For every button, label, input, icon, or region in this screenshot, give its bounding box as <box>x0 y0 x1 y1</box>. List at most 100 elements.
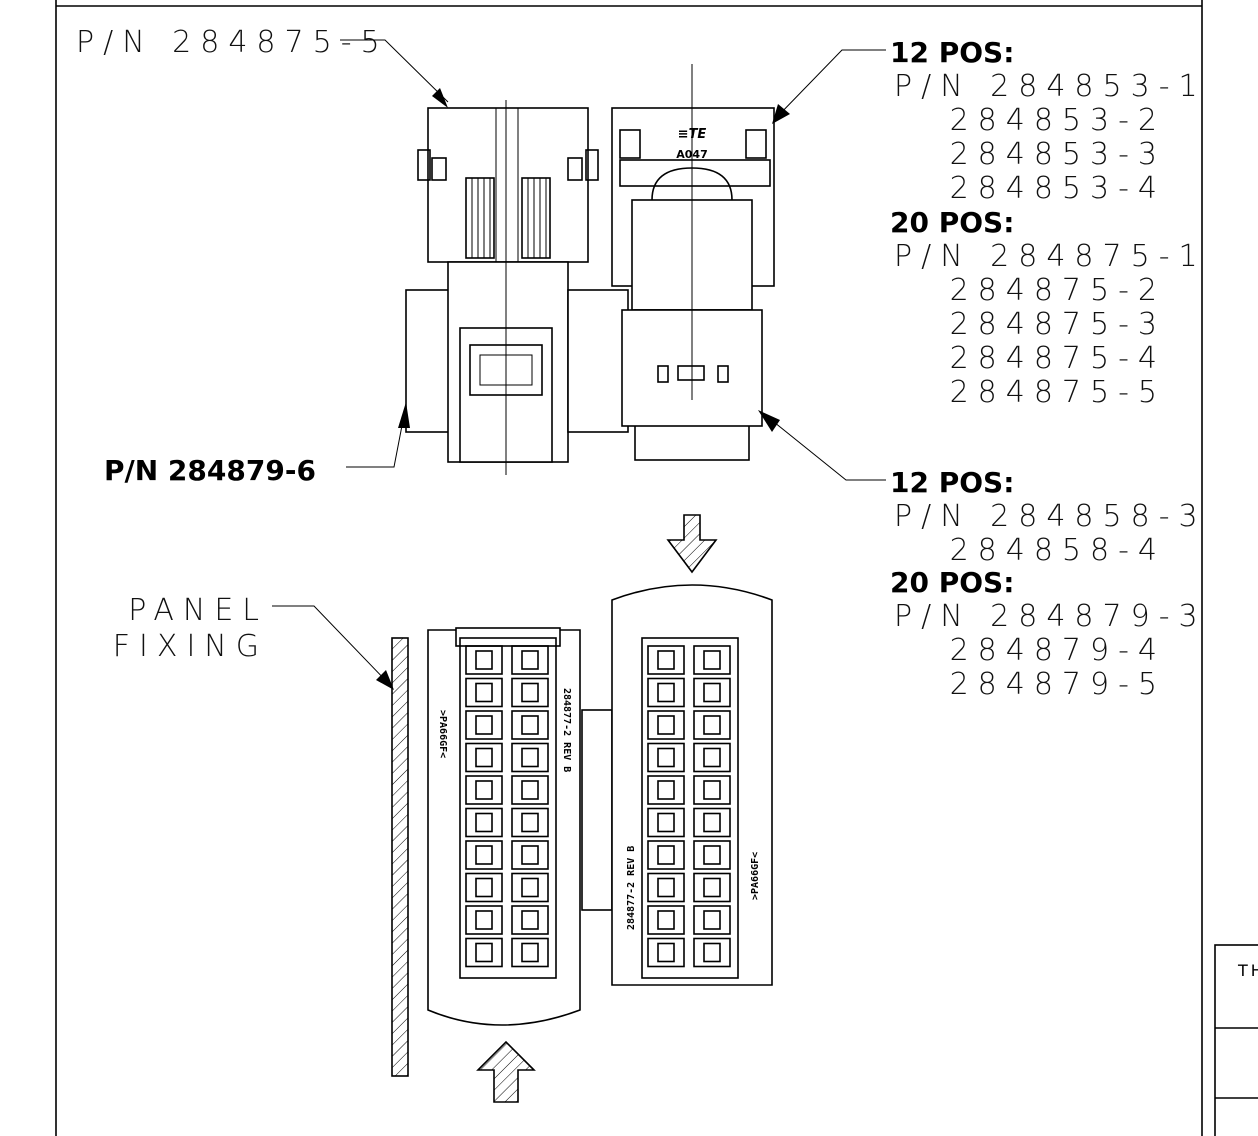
cavity-inner <box>703 780 721 800</box>
cavity-inner <box>475 780 493 800</box>
cavity-inner <box>703 650 721 670</box>
cavity <box>511 677 549 708</box>
cavity-grid-left <box>465 645 549 968</box>
cavity <box>511 937 549 968</box>
cavity <box>647 775 685 805</box>
cavity-inner <box>657 910 675 930</box>
cavity-inner <box>657 877 675 898</box>
cavity <box>647 710 685 740</box>
cavity-inner <box>475 747 493 768</box>
cavity <box>647 742 685 773</box>
connector-top-left <box>405 100 629 475</box>
cavity <box>693 677 731 708</box>
connector-bottom-right: 284877-2 REV B >PA66GF< <box>611 584 773 986</box>
mating-arrow-up <box>476 1040 536 1103</box>
label-pn-line: 284853-2 <box>950 103 1166 138</box>
label-panel: PANEL <box>128 593 268 628</box>
cavity-inner <box>521 747 539 768</box>
cavity <box>647 937 685 968</box>
cavity <box>465 742 503 773</box>
cavity <box>693 905 731 935</box>
cavity-inner <box>521 845 539 865</box>
cavity <box>511 710 549 740</box>
cavity <box>511 872 549 903</box>
cavity <box>693 807 731 838</box>
cavity <box>647 840 685 870</box>
cavity <box>465 645 503 675</box>
cavity-inner <box>475 812 493 833</box>
label-pn-line: 284853-4 <box>950 171 1166 206</box>
label-pn-line: 284879-5 <box>950 667 1166 702</box>
cavity-inner <box>521 780 539 800</box>
cavity <box>511 775 549 805</box>
label-pn-line: 284875-5 <box>950 375 1166 410</box>
cavity <box>511 645 549 675</box>
label-group-bottom-right: 12 POS: P/N 284858-3 284858-4 20 POS: P/… <box>890 466 1207 702</box>
cavity-grid-right <box>647 645 731 968</box>
cavity <box>511 807 549 838</box>
cavity <box>647 807 685 838</box>
cavity-inner <box>657 845 675 865</box>
cavity <box>693 742 731 773</box>
cavity <box>465 677 503 708</box>
cavity <box>511 742 549 773</box>
cavity-inner <box>475 877 493 898</box>
label-bottom-left-pn: P/N 284879-6 <box>104 454 316 487</box>
cavity-inner <box>703 747 721 768</box>
cavity-inner <box>475 682 493 703</box>
cavity-inner <box>703 845 721 865</box>
cavity <box>647 645 685 675</box>
drawing-frame <box>55 0 1203 1136</box>
cavity-inner <box>521 650 539 670</box>
cavity <box>647 905 685 935</box>
cavity-inner <box>657 650 675 670</box>
cavity <box>465 775 503 805</box>
cavity-inner <box>475 845 493 865</box>
cavity-inner <box>703 910 721 930</box>
cavity <box>647 872 685 903</box>
label-pn-line: P/N 284879-3 <box>894 599 1207 634</box>
cavity <box>465 710 503 740</box>
right-material-marking: >PA66GF< <box>750 852 761 900</box>
cavity <box>693 840 731 870</box>
cavity <box>511 905 549 935</box>
label-pn-line: P/N 284853-1 <box>894 69 1207 104</box>
cavity <box>465 937 503 968</box>
cavity-inner <box>521 942 539 963</box>
label-pn-line: 284853-3 <box>950 137 1166 172</box>
label-group-top-right: 12 POS: P/N 284853-1 284853-2 284853-3 2… <box>890 36 1207 410</box>
cavity <box>511 840 549 870</box>
mating-arrow-down <box>666 514 718 574</box>
connector-top-right: ≡TE A047 <box>611 64 775 461</box>
cavity-inner <box>657 812 675 833</box>
label-pn-line: 284875-3 <box>950 307 1166 342</box>
label-pn-line: 284875-2 <box>950 273 1166 308</box>
cavity-inner <box>703 877 721 898</box>
cavity <box>465 872 503 903</box>
cavity-inner <box>521 910 539 930</box>
label-top-left-pn: P/N 284875-5 <box>76 25 389 60</box>
cavity-inner <box>657 682 675 703</box>
cavity-inner <box>475 715 493 735</box>
cavity-code: A047 <box>676 148 707 161</box>
connector-bottom-left: 284877-2 REV B >PA66GF< <box>427 627 613 1026</box>
cavity-inner <box>657 780 675 800</box>
cavity <box>647 677 685 708</box>
cavity-inner <box>475 650 493 670</box>
cavity-inner <box>657 715 675 735</box>
label-fixing: FIXING <box>113 629 268 664</box>
cavity-inner <box>475 942 493 963</box>
title-block-text: TH <box>1237 961 1258 980</box>
cavity-inner <box>657 747 675 768</box>
cavity <box>693 775 731 805</box>
label-20pos-header-top: 20 POS: <box>890 206 1014 239</box>
cavity <box>693 645 731 675</box>
label-pn-line: 284879-4 <box>950 633 1166 668</box>
cavity-inner <box>521 812 539 833</box>
label-pn-line: 284858-4 <box>950 533 1166 568</box>
cavity-inner <box>475 910 493 930</box>
cavity-inner <box>703 812 721 833</box>
cavity <box>693 937 731 968</box>
cavity-inner <box>703 942 721 963</box>
